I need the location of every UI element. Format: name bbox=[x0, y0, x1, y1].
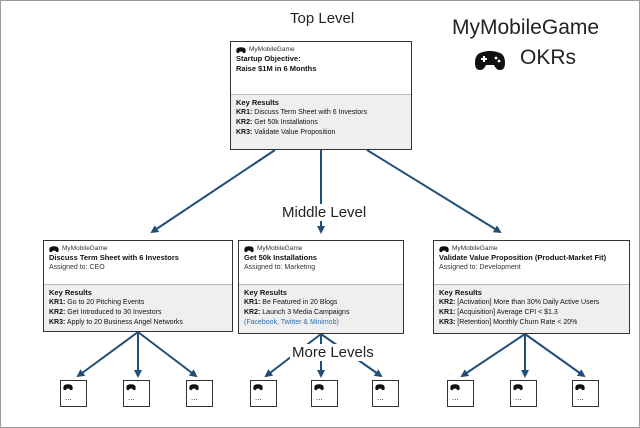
brand-subtitle: OKRs bbox=[520, 46, 577, 69]
key-result-item: KR1: Be Featured in 20 Blogs bbox=[244, 299, 338, 306]
arrow-right-sub-1 bbox=[460, 333, 526, 378]
key-result-item: KR2: Get Introduced to 30 Investors bbox=[49, 309, 162, 316]
gamepad-icon bbox=[450, 384, 460, 391]
card-title: Validate Value Proposition (Product-Mark… bbox=[439, 253, 607, 262]
objective-line-1: Startup Objective: bbox=[236, 54, 301, 63]
card-logo: MyMobileGame bbox=[236, 45, 406, 54]
middle-card-ceo: MyMobileGame Discuss Term Sheet with 6 I… bbox=[43, 240, 233, 332]
key-result-item: KR3: Apply to 20 Business Angel Networks bbox=[49, 319, 183, 326]
middle-card-development: MyMobileGame Validate Value Proposition … bbox=[433, 240, 630, 334]
key-result-item: KR2: Get 50k Installations bbox=[236, 119, 318, 126]
gamepad-icon bbox=[439, 245, 449, 252]
sub-okr-box: ... bbox=[186, 380, 213, 407]
sub-okr-box: ... bbox=[447, 380, 474, 407]
sub-okr-box: ... bbox=[372, 380, 399, 407]
assigned-to: Assigned to: Development bbox=[439, 263, 521, 271]
arrow-left-sub-3 bbox=[137, 331, 198, 378]
key-results-section: Key Results KR1: Discuss Term Sheet with… bbox=[231, 94, 411, 149]
arrow-left-sub-1 bbox=[76, 331, 139, 378]
gamepad-icon bbox=[375, 384, 385, 391]
brand-title: MyMobileGame bbox=[452, 16, 600, 39]
sub-okr-box: ... bbox=[572, 380, 599, 407]
sub-okr-box: ... bbox=[123, 380, 150, 407]
key-results-title: Key Results bbox=[236, 98, 279, 107]
gamepad-icon bbox=[63, 384, 73, 391]
key-results-title: Key Results bbox=[244, 288, 287, 297]
card-logo: MyMobileGame bbox=[439, 244, 624, 253]
middle-level-label: Middle Level bbox=[280, 204, 369, 221]
assigned-to: Assigned to: Marketing bbox=[244, 263, 316, 271]
arrow-top-to-right bbox=[366, 149, 502, 234]
objective-line-2: Raise $1M in 6 Months bbox=[236, 63, 317, 73]
arrow-top-to-left bbox=[150, 149, 276, 234]
gamepad-icon bbox=[253, 384, 263, 391]
key-results-section: Key Results KR1: Go to 20 Pitching Event… bbox=[44, 284, 232, 331]
sub-okr-box: ... bbox=[60, 380, 87, 407]
card-logo: MyMobileGame bbox=[49, 244, 227, 253]
key-result-item: KR1: Discuss Term Sheet with 6 Investors bbox=[236, 109, 367, 116]
assigned-to: Assigned to: CEO bbox=[49, 263, 105, 271]
key-result-item: KR1: [Acquisition] Average CPI < $1.3 bbox=[439, 309, 558, 316]
gamepad-icon bbox=[49, 245, 59, 252]
top-objective-card: MyMobileGame Startup Objective: Raise $1… bbox=[230, 41, 412, 150]
sub-okr-box: ... bbox=[250, 380, 277, 407]
more-levels-label: More Levels bbox=[290, 344, 376, 361]
sub-okr-box: ... bbox=[311, 380, 338, 407]
gamepad-icon bbox=[314, 384, 324, 391]
key-results-title: Key Results bbox=[439, 288, 482, 297]
gamepad-icon bbox=[189, 384, 199, 391]
key-result-item: KR2: [Activation] More than 30% Daily Ac… bbox=[439, 299, 600, 306]
gamepad-icon bbox=[513, 384, 523, 391]
arrow-right-sub-3 bbox=[524, 333, 586, 378]
key-result-item: KR3: [Retention] Monthly Churn Rate < 20… bbox=[439, 319, 578, 326]
sub-okr-box: ... bbox=[510, 380, 537, 407]
card-title: Discuss Term Sheet with 6 Investors bbox=[49, 253, 179, 262]
key-result-item: KR2: Launch 3 Media Campaigns bbox=[244, 309, 350, 316]
card-title: Get 50k Installations bbox=[244, 253, 317, 262]
key-result-item: KR1: Go to 20 Pitching Events bbox=[49, 299, 145, 306]
gamepad-icon bbox=[474, 48, 506, 72]
key-results-title: Key Results bbox=[49, 288, 92, 297]
key-result-item: KR3: Validate Value Proposition bbox=[236, 129, 336, 136]
campaign-channels-note: (Facebook, Twitter & Minimob) bbox=[244, 319, 339, 326]
gamepad-icon bbox=[244, 245, 254, 252]
middle-card-marketing: MyMobileGame Get 50k Installations Assig… bbox=[238, 240, 404, 334]
top-level-label: Top Level bbox=[290, 10, 355, 27]
logo-text: MyMobileGame bbox=[249, 46, 295, 53]
gamepad-icon bbox=[126, 384, 136, 391]
key-results-section: Key Results KR1: Be Featured in 20 Blogs… bbox=[239, 284, 403, 333]
gamepad-icon bbox=[236, 46, 246, 53]
card-logo: MyMobileGame bbox=[244, 244, 398, 253]
gamepad-icon bbox=[575, 384, 585, 391]
key-results-section: Key Results KR2: [Activation] More than … bbox=[434, 284, 629, 333]
